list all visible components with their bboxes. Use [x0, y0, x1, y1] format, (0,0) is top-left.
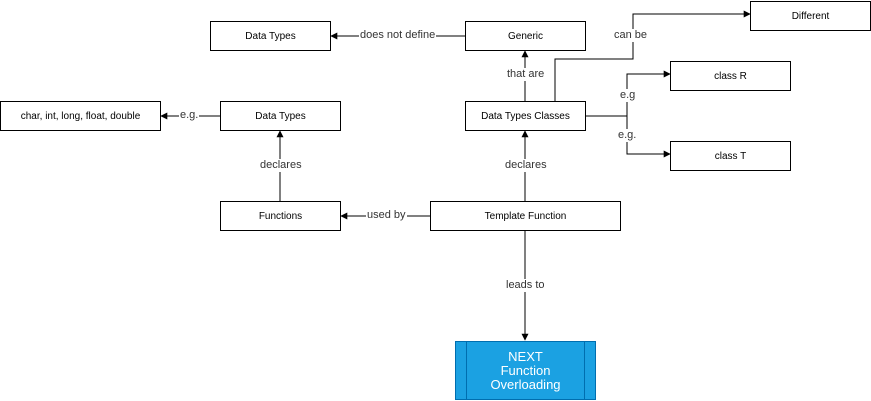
- label-eg-primitives: e.g.: [179, 109, 200, 122]
- label-can-be: can be: [613, 29, 649, 42]
- next-right-bar: [584, 342, 585, 399]
- label-declares-left: declares: [259, 159, 303, 172]
- node-label: char, int, long, float, double: [20, 110, 141, 122]
- node-data-types-classes[interactable]: Data Types Classes: [465, 101, 586, 131]
- edge-eg-class-t: [626, 116, 671, 158]
- node-label: Different: [791, 10, 830, 22]
- label-that-are: that are: [506, 68, 546, 81]
- node-label: Generic: [507, 30, 543, 42]
- label-used-by: used by: [366, 209, 407, 222]
- label-eg-class-r: e.g: [619, 89, 637, 102]
- node-generic[interactable]: Generic: [465, 21, 586, 51]
- edge-can-be: [554, 10, 751, 101]
- next-left-bar: [466, 342, 467, 399]
- node-different[interactable]: Different: [750, 1, 871, 31]
- node-label: Data Types Classes: [481, 110, 570, 122]
- next-line-3: Overloading: [490, 376, 561, 392]
- edge-eg-class-r: [626, 70, 671, 116]
- label-leads-to: leads to: [505, 279, 546, 292]
- node-class-t[interactable]: class T: [670, 141, 791, 171]
- node-label: Data Types: [245, 30, 296, 42]
- node-label: Data Types: [255, 110, 306, 122]
- node-functions[interactable]: Functions: [220, 201, 341, 231]
- node-class-r[interactable]: class R: [670, 61, 791, 91]
- next-function-overloading-button[interactable]: NEXT Function Overloading: [455, 341, 596, 400]
- node-label: class T: [714, 150, 747, 162]
- node-data-types-mid[interactable]: Data Types: [220, 101, 341, 131]
- label-does-not-define: does not define: [359, 29, 437, 42]
- label-eg-class-t: e.g.: [617, 129, 638, 142]
- node-template-function[interactable]: Template Function: [430, 201, 621, 231]
- node-label: Functions: [258, 210, 303, 222]
- label-declares-right: declares: [504, 159, 548, 172]
- next-line-2: Function: [500, 362, 551, 378]
- node-primitives[interactable]: char, int, long, float, double: [0, 101, 161, 131]
- next-line-1: NEXT: [508, 348, 543, 364]
- node-label: class R: [714, 70, 747, 82]
- node-label: Template Function: [484, 210, 567, 222]
- node-data-types-top[interactable]: Data Types: [210, 21, 331, 51]
